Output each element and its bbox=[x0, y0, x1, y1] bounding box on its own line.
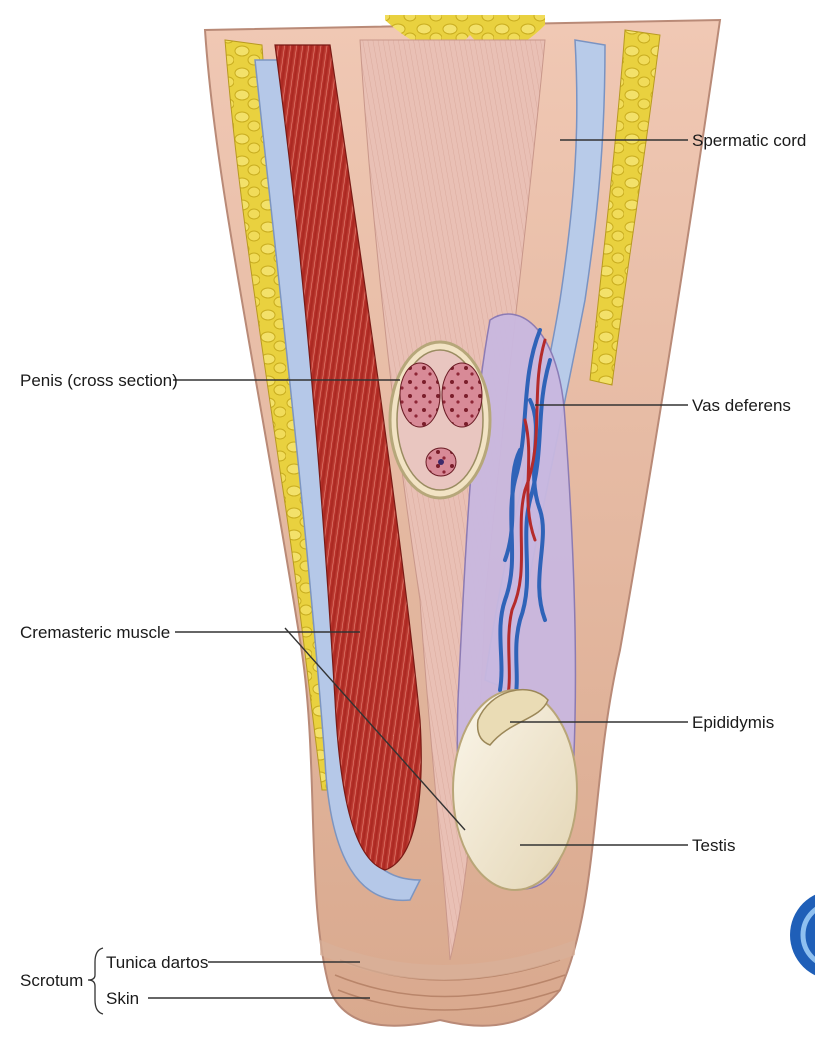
label-cremasteric-muscle: Cremasteric muscle bbox=[20, 623, 170, 642]
label-spermatic-cord: Spermatic cord bbox=[692, 131, 806, 150]
label-penis-cross-section: Penis (cross section) bbox=[20, 371, 178, 390]
scrotum-brace bbox=[88, 948, 103, 1014]
label-scrotum: Scrotum bbox=[20, 971, 83, 990]
label-epididymis: Epididymis bbox=[692, 713, 774, 732]
label-testis: Testis bbox=[692, 836, 735, 855]
label-skin: Skin bbox=[106, 989, 139, 1008]
label-vas-deferens: Vas deferens bbox=[692, 396, 791, 415]
label-tunica-dartos: Tunica dartos bbox=[106, 953, 208, 972]
watermark-logo bbox=[790, 890, 815, 980]
penis-cross-section bbox=[390, 342, 490, 498]
